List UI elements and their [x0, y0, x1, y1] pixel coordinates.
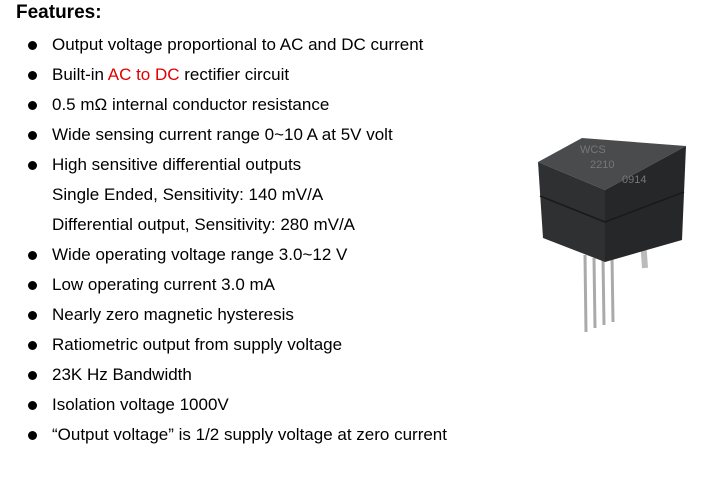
feature-item: Nearly zero magnetic hysteresis [52, 305, 294, 324]
feature-item: Built-in AC to DC rectifier circuit [52, 65, 289, 85]
bullet-icon [28, 371, 37, 380]
bullet-icon [28, 251, 37, 260]
feature-item: “Output voltage” is 1/2 supply voltage a… [52, 425, 447, 444]
bullet-icon [28, 431, 37, 440]
bullet-icon [28, 161, 37, 170]
bullet-icon [28, 101, 37, 110]
feature-item: Low operating current 3.0 mA [52, 275, 276, 294]
feature-subitem: Single Ended, Sensitivity: 140 mV/A [52, 185, 324, 204]
bullet-icon [28, 131, 37, 140]
marking-text: 2210 [590, 159, 614, 171]
feature-text: rectifier circuit [179, 65, 290, 84]
feature-subitem: Differential output, Sensitivity: 280 mV… [52, 215, 356, 234]
feature-text: Built-in [52, 65, 108, 84]
sensor-marking: WCS 2210 0914 [580, 144, 646, 186]
feature-item: Wide operating voltage range 3.0~12 V [52, 245, 348, 264]
feature-item: Wide sensing current range 0~10 A at 5V … [52, 125, 393, 144]
bullet-icon [28, 281, 37, 290]
marking-text: WCS [580, 144, 606, 156]
feature-item: Ratiometric output from supply voltage [52, 335, 343, 354]
feature-item: 0.5 mΩ internal conductor resistance [52, 95, 330, 114]
feature-item: High sensitive differential outputs [52, 155, 302, 174]
bullet-icon [28, 341, 37, 350]
marking-text: 0914 [622, 174, 646, 186]
highlighted-text: AC to DC [107, 65, 180, 84]
sensor-body [538, 138, 686, 262]
feature-item: Output voltage proportional to AC and DC… [52, 35, 424, 54]
bullet-icon [28, 311, 37, 320]
feature-item: Isolation voltage 1000V [52, 395, 229, 414]
bullet-icon [28, 71, 37, 80]
bullet-icon [28, 401, 37, 410]
features-heading: Features: [16, 2, 102, 23]
bullet-icon [28, 41, 37, 50]
feature-item: 23K Hz Bandwidth [52, 365, 192, 384]
